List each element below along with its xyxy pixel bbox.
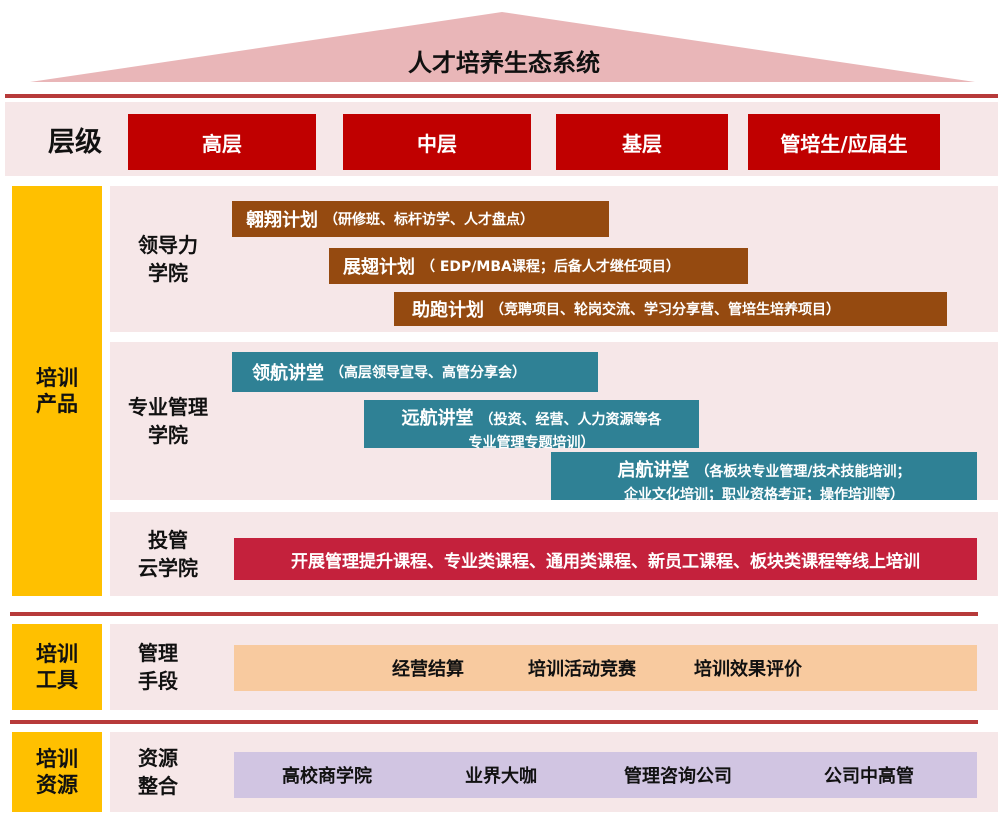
professional-academy-label: 专业管理 学院 — [128, 395, 208, 447]
page-title: 人才培养生态系统 — [408, 48, 600, 77]
category-training-resources: 培训 资源 — [12, 732, 102, 812]
level-grassroots: 基层 — [556, 114, 728, 170]
resources-sub-label: 资源 整合 — [138, 746, 178, 798]
plan-detail: （竞聘项目、轮岗交流、学习分享营、管培生培养项目） — [490, 302, 840, 318]
level-senior: 高层 — [128, 114, 316, 170]
lecture-detail-line2: 企业文化培训；职业资格考证；操作培训等） — [624, 487, 904, 503]
resource-item: 业界大咖 — [465, 766, 537, 787]
resource-item: 公司中高管 — [824, 766, 914, 787]
roof-shape — [30, 12, 975, 82]
lecture-name: 远航讲堂 — [401, 408, 474, 429]
divider-resources — [10, 720, 978, 724]
lecture-detail: （各板块专业管理/技术技能培训； — [695, 464, 911, 480]
lecture-linghang: 领航讲堂 （高层领导宣导、高管分享会） — [232, 352, 598, 392]
lecture-name: 领航讲堂 — [252, 363, 324, 384]
lecture-name: 启航讲堂 — [617, 460, 690, 481]
plan-zhupao: 助跑计划 （竞聘项目、轮岗交流、学习分享营、管培生培养项目） — [394, 292, 947, 326]
plan-detail: （ EDP/MBA课程；后备人才继任项目） — [421, 259, 680, 275]
divider-top — [5, 94, 998, 98]
level-middle: 中层 — [343, 114, 531, 170]
levels-label: 层级 — [48, 126, 102, 158]
plan-name: 展翅计划 — [343, 257, 415, 278]
tool-item: 经营结算 — [392, 659, 464, 680]
lecture-detail-line2: 专业管理专题培训） — [468, 435, 595, 451]
plan-zhanchi: 展翅计划 （ EDP/MBA课程；后备人才继任项目） — [329, 248, 748, 284]
lecture-detail: （高层领导宣导、高管分享会） — [330, 365, 526, 381]
lecture-qihang: 启航讲堂 （各板块专业管理/技术技能培训； 企业文化培训；职业资格考证；操作培训等… — [551, 452, 977, 503]
category-training-tools: 培训 工具 — [12, 624, 102, 710]
leadership-academy-label: 领导力 学院 — [138, 233, 198, 285]
cloud-academy-label: 投管 云学院 — [138, 528, 198, 580]
cloud-online-training: 开展管理提升课程、专业类课程、通用类课程、新员工课程、板块类课程等线上培训 — [234, 538, 977, 580]
resource-item: 高校商学院 — [282, 766, 372, 787]
plan-name: 助跑计划 — [412, 300, 484, 321]
plan-aoxiang: 翱翔计划 （研修班、标杆访学、人才盘点） — [232, 201, 609, 237]
tool-item: 培训活动竞赛 — [528, 659, 636, 680]
resource-item: 管理咨询公司 — [624, 766, 732, 787]
tools-sub-label: 管理 手段 — [138, 641, 178, 693]
tool-item: 培训效果评价 — [694, 659, 802, 680]
tools-bar: 经营结算 培训活动竞赛 培训效果评价 — [234, 645, 977, 691]
plan-name: 翱翔计划 — [246, 210, 318, 231]
lecture-yuanhang: 远航讲堂 （投资、经营、人力资源等各 专业管理专题培训） — [364, 400, 699, 451]
divider-tools — [10, 612, 978, 616]
lecture-detail: （投资、经营、人力资源等各 — [479, 412, 662, 428]
category-training-products: 培训 产品 — [12, 186, 102, 596]
plan-detail: （研修班、标杆访学、人才盘点） — [324, 212, 534, 228]
level-trainee: 管培生/应届生 — [748, 114, 940, 170]
resources-bar: 高校商学院 业界大咖 管理咨询公司 公司中高管 — [234, 752, 977, 798]
